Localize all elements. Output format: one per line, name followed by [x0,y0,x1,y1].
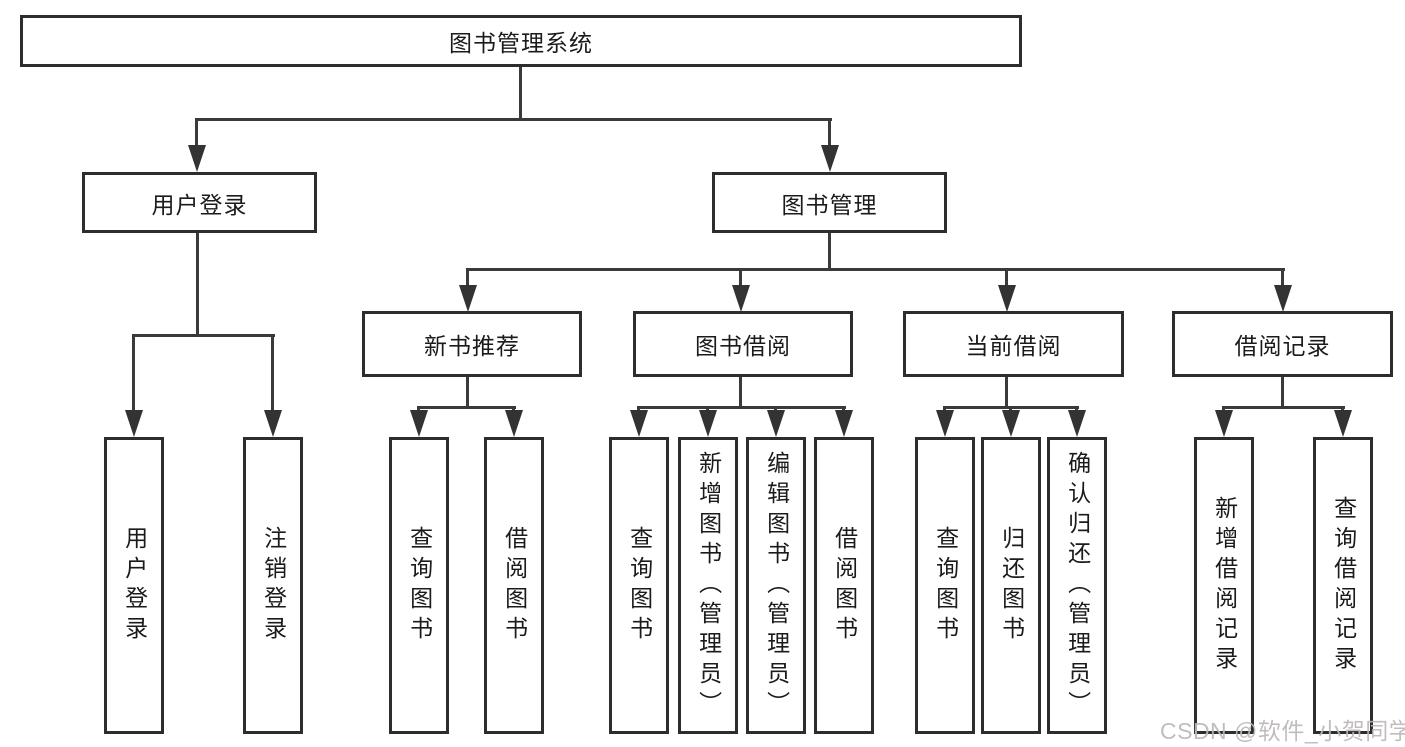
arrowhead-icon [835,410,853,437]
node-label: 当前借阅 [965,333,1062,359]
csdn-watermark: CSDN @软件_小贺同学 [1160,718,1405,744]
node-borrow-record: 借阅记录 [1172,311,1393,377]
leaf-label: 用户登录 [121,525,148,646]
leaf-query-books: 查询图书 [389,437,449,734]
leaf-label: 新增图书（管理员） [695,450,722,721]
node-label: 图书借阅 [695,333,791,359]
connector-group1-rail [417,406,516,409]
arrowhead-icon [1068,410,1086,437]
connector-root-stem [519,67,522,121]
connector-group4-rail [1222,406,1345,409]
connector-drop-current-borrow [1005,268,1008,290]
connector-drop-book-borrow [739,268,742,290]
arrowhead-icon [1334,410,1352,437]
leaf-confirm-return-admin: 确认归还（管理员） [1047,437,1107,734]
connector-level2-rail [196,118,832,121]
leaf-label: 查询图书 [406,525,433,646]
leaf-label: 查询图书 [626,525,653,646]
arrowhead-icon [936,410,954,437]
leaf-add-books-admin: 新增图书（管理员） [678,437,738,734]
connector-new-book-recommend-stem [466,375,469,409]
leaf-borrow-books: 借阅图书 [484,437,544,734]
node-label: 新书推荐 [424,333,520,359]
node-library-management-system: 图书管理系统 [20,15,1022,67]
node-book-management: 图书管理 [712,172,947,233]
leaf-label: 编辑图书（管理员） [763,450,790,721]
connector-group2-rail [637,406,846,409]
arrowhead-icon [1002,410,1020,437]
leaf-label: 查询借阅记录 [1330,495,1357,676]
connector-current-borrow-stem [1005,375,1008,409]
arrowhead-icon [821,145,839,172]
leaf-logout: 注销登录 [243,437,303,734]
connector-drop-borrow-record [1281,268,1284,290]
leaf-query-books: 查询图书 [609,437,669,734]
connector-drop-leaf-logout [271,334,274,414]
node-label: 借阅记录 [1234,333,1331,359]
arrowhead-icon [125,410,143,437]
leaf-label: 查询图书 [932,525,959,646]
arrowhead-icon [998,285,1016,312]
connector-user-login-stem [196,232,199,337]
leaf-add-borrow-record: 新增借阅记录 [1194,437,1254,734]
connector-book-borrow-stem [739,375,742,409]
arrowhead-icon [410,410,428,437]
arrowhead-icon [505,410,523,437]
arrowhead-icon [1215,410,1233,437]
arrowhead-icon [1274,285,1292,312]
connector-drop-leaf-user-login [132,334,135,414]
leaf-query-borrow-record: 查询借阅记录 [1313,437,1373,734]
node-label: 图书管理系统 [449,30,593,56]
node-current-borrow: 当前借阅 [903,311,1124,377]
node-label: 图书管理 [781,191,878,218]
leaf-label: 确认归还（管理员） [1064,450,1091,721]
leaf-label: 借阅图书 [831,525,858,646]
arrowhead-icon [264,410,282,437]
arrowhead-icon [459,285,477,312]
leaf-label: 归还图书 [998,525,1025,646]
connector-level3-rail [466,268,1285,271]
node-user-login: 用户登录 [82,172,317,233]
leaf-user-login: 用户登录 [104,437,164,734]
connector-drop-new-book-recommend [466,268,469,290]
node-new-book-recommend: 新书推荐 [362,311,582,377]
leaf-return-books: 归还图书 [981,437,1041,734]
arrowhead-icon [630,410,648,437]
node-book-borrow: 图书借阅 [633,311,853,377]
arrowhead-icon [188,145,206,172]
arrowhead-icon [732,285,750,312]
connector-borrow-record-stem [1281,375,1284,409]
connector-user-login-rail [132,334,275,337]
connector-drop-book-management [828,118,831,150]
leaf-label: 注销登录 [260,525,287,646]
leaf-query-books: 查询图书 [915,437,975,734]
leaf-label: 借阅图书 [501,525,528,646]
leaf-label: 新增借阅记录 [1211,495,1238,676]
leaf-borrow-books: 借阅图书 [814,437,874,734]
arrowhead-icon [699,410,717,437]
node-label: 用户登录 [151,191,248,218]
arrowhead-icon [767,410,785,437]
connector-drop-user-login [195,118,198,150]
connector-book-management-stem [828,232,831,271]
leaf-edit-books-admin: 编辑图书（管理员） [746,437,806,734]
